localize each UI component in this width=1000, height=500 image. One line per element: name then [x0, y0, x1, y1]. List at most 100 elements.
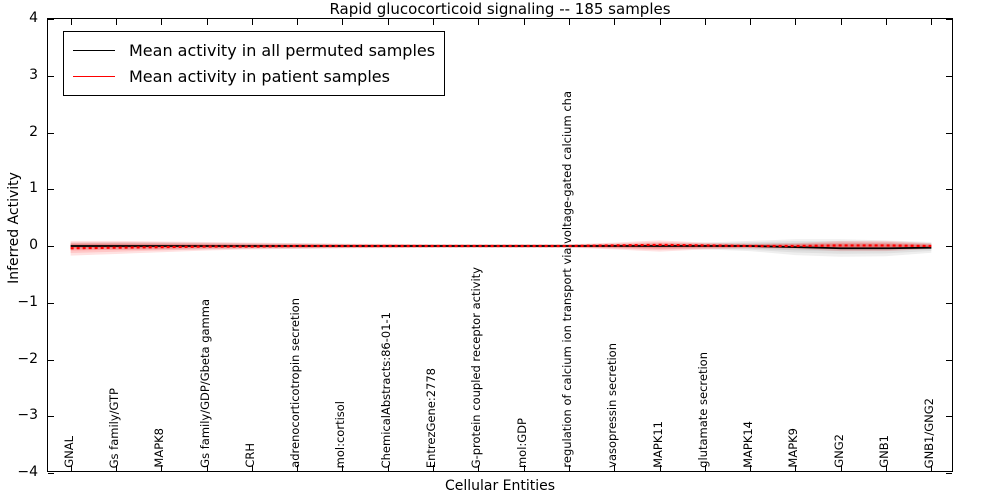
- x-axis-tick: [206, 19, 208, 25]
- y-axis-tick: [48, 473, 54, 474]
- x-axis-tick: [886, 19, 888, 25]
- x-axis-tick: [840, 19, 842, 25]
- x-tick-label: ChemicalAbstracts:86-01-1: [378, 311, 393, 468]
- x-axis-tick: [70, 19, 72, 25]
- permuted-mean-line: [70, 245, 932, 250]
- y-axis-tick: [946, 473, 952, 474]
- y-axis-tick-labels: −4 −3 −2 −1 0 1 2 3 4: [0, 10, 44, 480]
- x-tick-label: regulation of calcium ion transport via …: [559, 91, 574, 468]
- x-tick-label: vasopressin secretion: [605, 343, 620, 468]
- y-axis-tick: [48, 246, 54, 247]
- y-axis-tick: [48, 19, 54, 20]
- x-axis-tick: [478, 19, 480, 25]
- x-axis-tick: [659, 465, 661, 471]
- patient-confidence-band: [70, 240, 932, 256]
- y-axis-tick: [946, 75, 952, 77]
- y-axis-tick: [48, 302, 54, 304]
- x-axis-tick: [478, 465, 480, 471]
- x-axis-tick: [523, 465, 525, 471]
- x-axis-tick: [433, 465, 435, 471]
- legend-label: Mean activity in all permuted samples: [129, 40, 436, 60]
- y-tick-label: −1: [17, 293, 38, 310]
- y-tick-label: 1: [29, 180, 38, 197]
- x-axis-tick: [70, 465, 72, 471]
- x-axis-tick: [251, 465, 253, 471]
- y-tick-label: 0: [29, 237, 38, 253]
- y-tick-label: 2: [29, 123, 38, 140]
- x-axis-title: Cellular Entities: [444, 478, 556, 494]
- y-axis-tick: [946, 416, 952, 418]
- x-tick-label: MAPK9: [786, 428, 801, 468]
- permuted-confidence-band: [70, 241, 932, 254]
- x-tick-label: adrenocorticotropin secretion: [288, 298, 303, 468]
- x-axis-tick: [297, 19, 299, 25]
- x-tick-label: GNG2: [831, 434, 846, 468]
- x-axis-tick: [568, 19, 570, 25]
- legend-line-icon: [73, 49, 115, 51]
- plot-area: [48, 19, 952, 471]
- x-axis-tick: [659, 19, 661, 25]
- x-tick-label: G-protein coupled receptor activity: [469, 266, 484, 468]
- x-tick-label: GNB1: [877, 435, 892, 468]
- x-axis-tick: [161, 465, 163, 471]
- x-tick-label: glutamate secretion: [695, 352, 710, 468]
- x-axis-tick: [886, 465, 888, 471]
- x-axis-tick: [115, 465, 117, 471]
- x-tick-label: GNAL: [61, 436, 76, 468]
- legend-item[interactable]: Mean activity in patient samples: [73, 63, 435, 89]
- y-axis-tick: [946, 359, 952, 361]
- x-axis-tick: [387, 19, 389, 25]
- y-tick-label: 3: [29, 66, 38, 83]
- x-axis-tick: [297, 465, 299, 471]
- x-axis-tick: [523, 19, 525, 25]
- y-axis-tick: [48, 416, 54, 418]
- x-tick-label: MAPK11: [650, 421, 665, 468]
- plot-svg: [70, 239, 932, 257]
- y-tick-label: −2: [17, 350, 38, 367]
- permuted-confidence-band: [70, 242, 932, 252]
- y-axis-tick: [946, 246, 952, 247]
- legend-item[interactable]: Mean activity in all permuted samples: [73, 37, 435, 63]
- y-axis-tick: [946, 302, 952, 304]
- chart-title: Rapid glucocorticoid signaling -- 185 sa…: [329, 0, 671, 18]
- y-axis-tick: [48, 75, 54, 77]
- x-axis-tick: [704, 465, 706, 471]
- permuted-confidence-band: [70, 239, 932, 257]
- x-axis-tick: [433, 19, 435, 25]
- x-axis-tick: [342, 465, 344, 471]
- x-axis-tick: [342, 19, 344, 25]
- x-axis-tick: [206, 465, 208, 471]
- y-axis-tick: [946, 19, 952, 20]
- y-axis-tick: [48, 132, 54, 134]
- y-axis-tick: [48, 359, 54, 361]
- x-tick-label: CRH: [242, 443, 257, 468]
- y-tick-label: −4: [17, 464, 38, 480]
- x-axis-tick: [614, 19, 616, 25]
- y-tick-label: 4: [29, 10, 38, 26]
- x-tick-label: Gs family/GTP: [106, 387, 121, 468]
- x-axis-tick: [931, 465, 933, 471]
- x-axis-tick: [614, 465, 616, 471]
- x-axis-tick: [251, 19, 253, 25]
- x-axis-tick: [840, 465, 842, 471]
- x-tick-label: mol:cortisol: [333, 400, 348, 468]
- x-axis-tick: [568, 465, 570, 471]
- x-axis-tick: [931, 19, 933, 25]
- x-tick-label: EntrezGene:2778: [424, 367, 439, 468]
- x-tick-label: mol:GDP: [514, 417, 529, 468]
- x-axis-tick: [750, 465, 752, 471]
- y-tick-label: −3: [17, 407, 38, 424]
- legend-line-icon: [73, 75, 115, 77]
- patient-confidence-band: [70, 241, 932, 253]
- x-axis-tick: [115, 19, 117, 25]
- y-axis-tick: [946, 189, 952, 191]
- x-tick-label: MAPK8: [152, 428, 167, 468]
- y-axis-tick: [946, 132, 952, 134]
- x-axis-tick: [704, 19, 706, 25]
- x-axis-tick: [387, 465, 389, 471]
- x-tick-label: GNB1/GNG2: [922, 397, 937, 468]
- x-axis-tick: [795, 19, 797, 25]
- y-axis-tick: [48, 189, 54, 191]
